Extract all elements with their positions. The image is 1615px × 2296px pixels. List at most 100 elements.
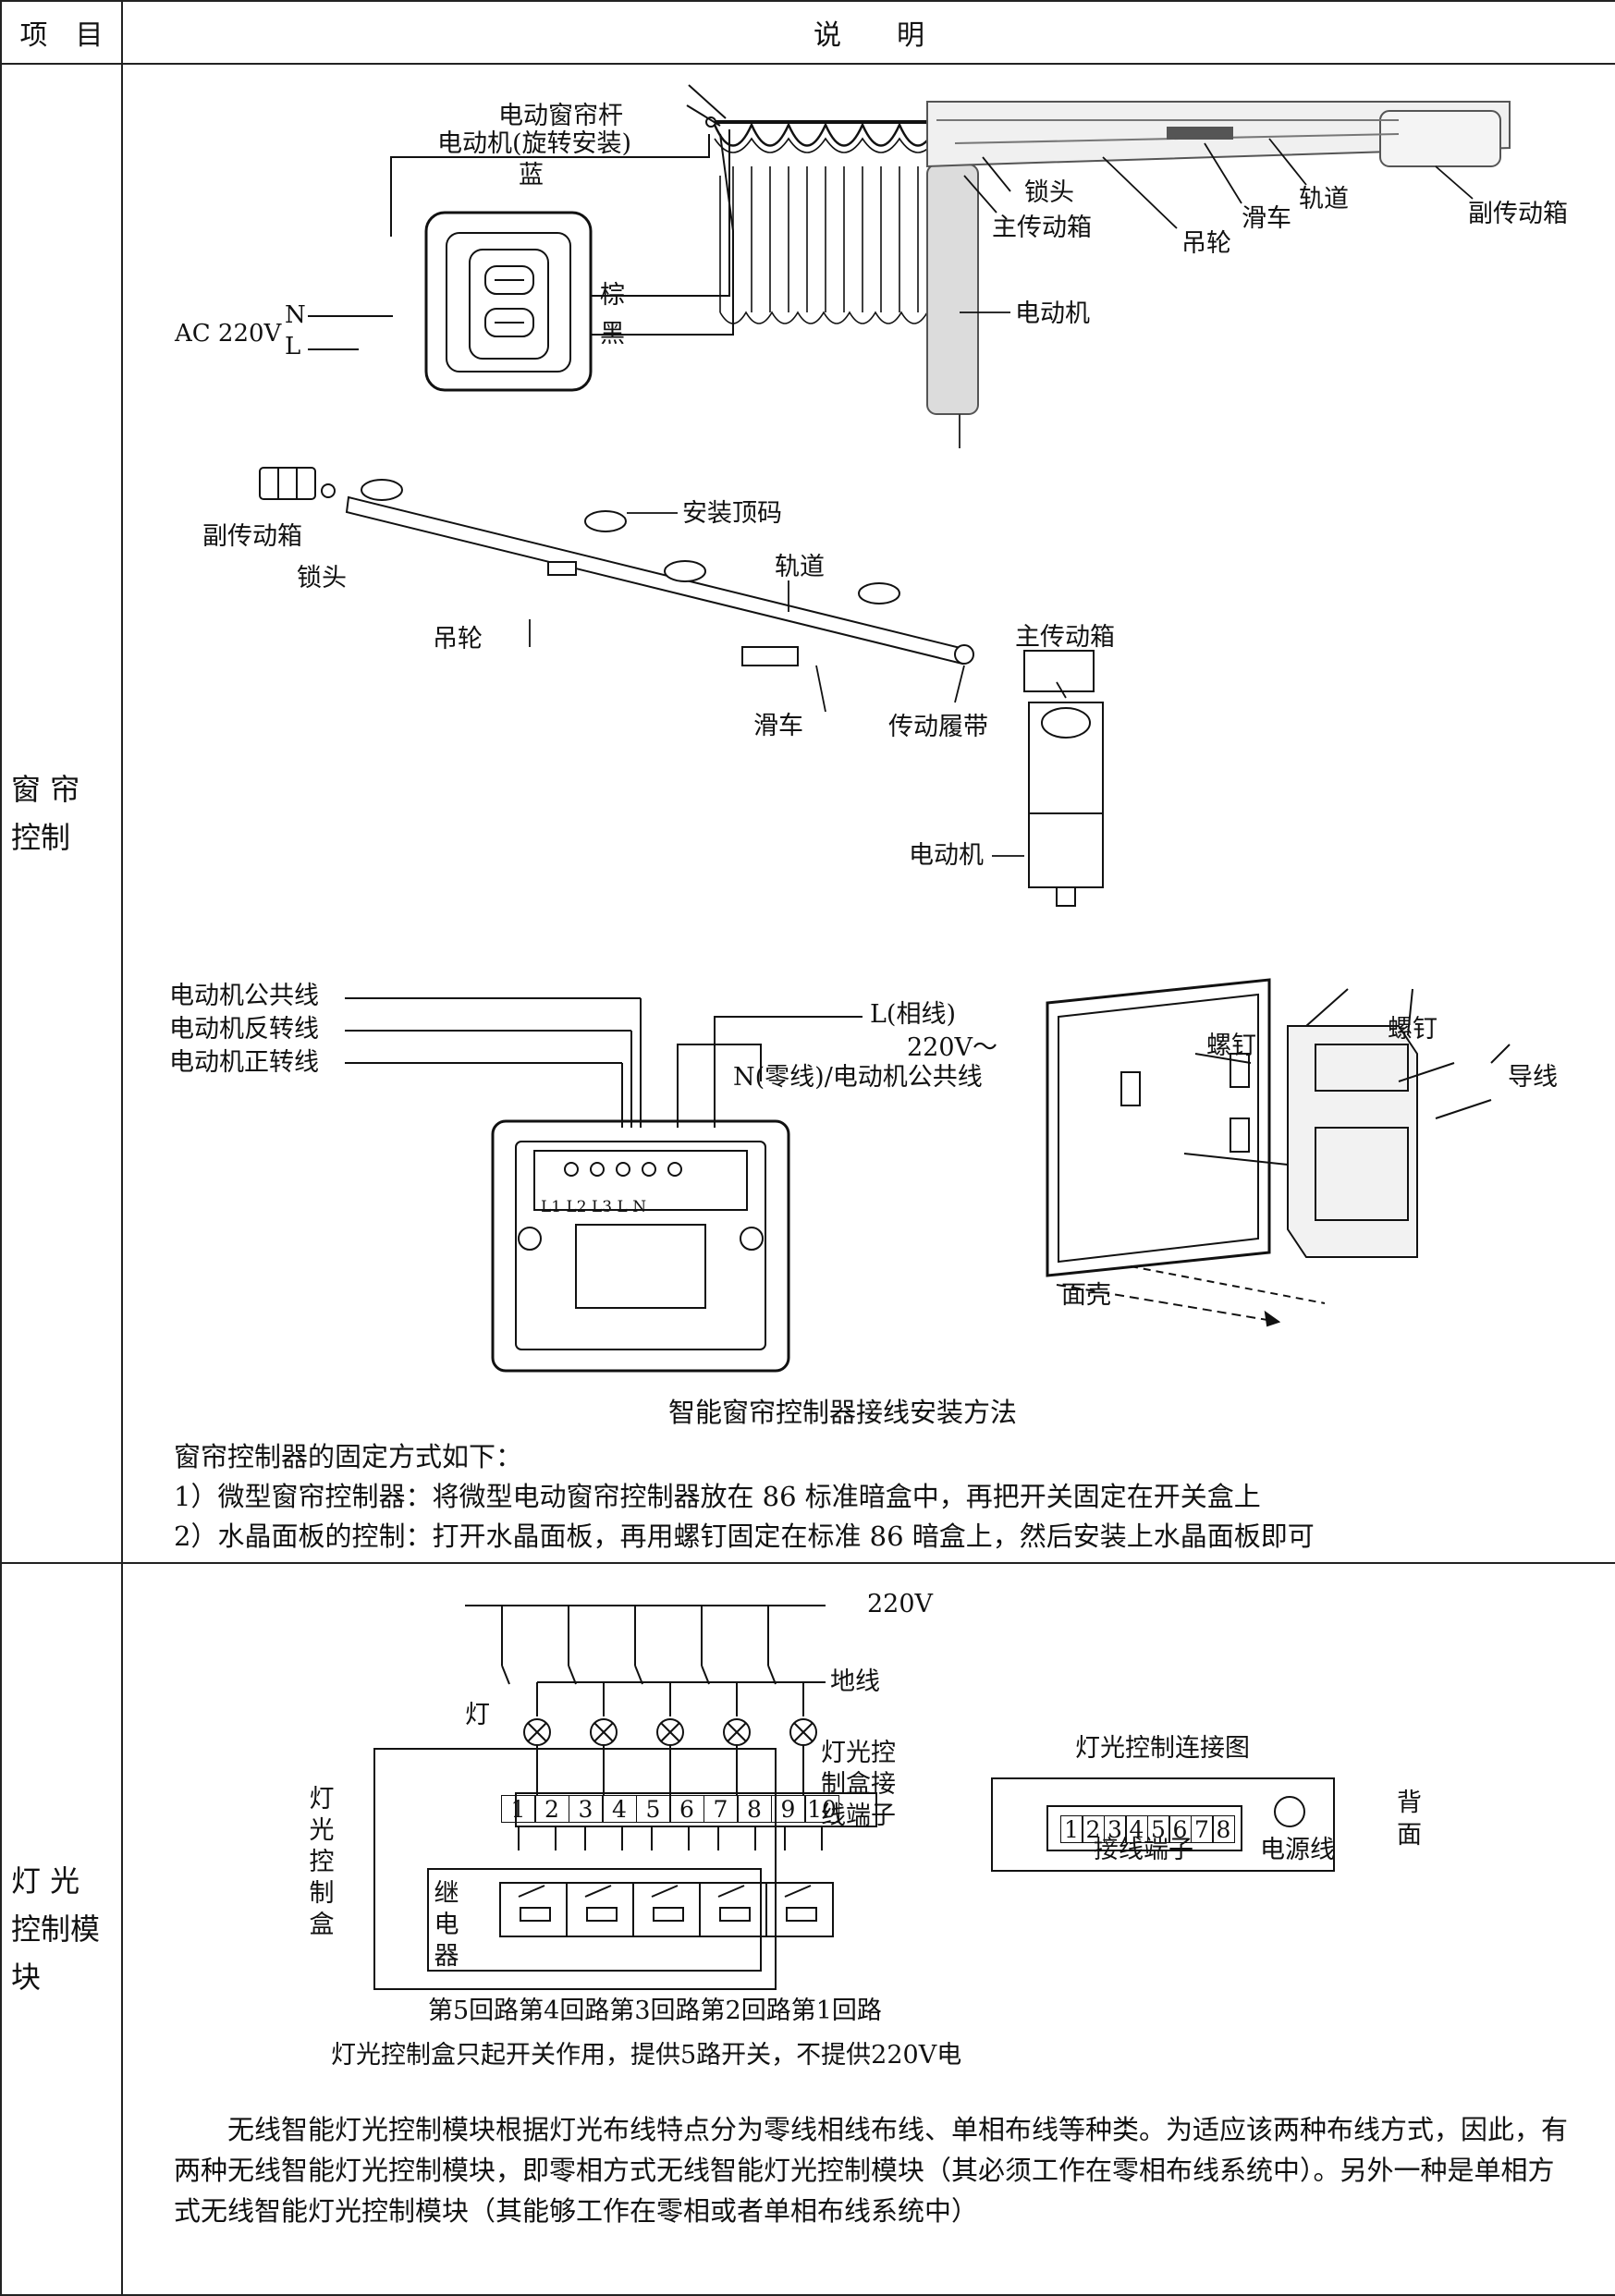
box-char: 盒 — [309, 1911, 335, 1939]
label-n: N — [285, 301, 306, 329]
label-top-code: 安装顶码 — [682, 499, 782, 528]
controller-wiring-figure — [345, 978, 1511, 1373]
terminal-cell: 2 — [534, 1795, 569, 1823]
motor-track-leaders — [960, 138, 1474, 313]
label-motor-rotation: 电动机(旋转安装) — [437, 129, 632, 158]
box-char: 光 — [309, 1816, 335, 1845]
label-main-box: 主传动箱 — [992, 214, 1092, 242]
label-220v: 220V～ — [907, 1033, 998, 1062]
power-line-label: 电源线 — [1260, 1836, 1335, 1864]
label-lamp: 灯 — [465, 1701, 490, 1729]
header-row: 项 目 说 明 — [0, 0, 1615, 65]
terminal-cell: 8 — [1212, 1815, 1235, 1843]
terminal-cell: 1 — [1059, 1815, 1083, 1843]
curtain-row: 窗 帘 控制 — [0, 63, 1615, 1564]
terminal-cell: 6 — [1168, 1815, 1192, 1843]
curtain-text-2: 2）水晶面板的控制：打开水晶面板，再用螺钉固定在标准 86 暗盒上，然后安装上水… — [174, 1520, 1315, 1552]
conn-terminal-label: 接线端子 — [1094, 1836, 1193, 1864]
label-rod: 电动窗帘杆 — [498, 102, 623, 130]
label-220v-bus: 220V — [867, 1590, 934, 1618]
label-circuits: 第5回路第4回路第3回路第2回路第1回路 — [428, 1997, 882, 2025]
label-motor: 电动机 — [1015, 299, 1090, 328]
terminal-cell: 6 — [669, 1795, 704, 1823]
terminal-cell: 4 — [1125, 1815, 1148, 1843]
label-track: 轨道 — [1299, 185, 1349, 214]
curtain-content: 电动窗帘杆 电动机(旋转安装) 蓝 棕 黑 AC 220V N L 锁头 主传动… — [121, 63, 1615, 1564]
terminal-cell: 1 — [500, 1795, 536, 1823]
label-n-neutral: N(零线)/电动机公共线 — [733, 1063, 983, 1092]
exploded-track-figure — [259, 467, 1104, 907]
label-brown: 棕 — [600, 281, 625, 310]
relay-char: 电 — [434, 1911, 459, 1939]
terminal-box-label: 灯光控 制盒接 线端子 — [821, 1738, 896, 1832]
terminal-box-line: 灯光控 — [821, 1739, 896, 1767]
switch-wiring-figure — [308, 84, 949, 392]
conn-title: 灯光控制连接图 — [1075, 1734, 1250, 1763]
figure-caption: 智能窗帘控制器接线安装方法 — [668, 1397, 1018, 1428]
label-pulley-2: 吊轮 — [433, 625, 483, 653]
header-description: 说 明 — [121, 0, 1615, 65]
relay-char: 继 — [434, 1879, 459, 1908]
terminal-cell: 4 — [602, 1795, 637, 1823]
terminal-cell: 7 — [703, 1795, 739, 1823]
label-reverse-wire: 电动机反转线 — [169, 1015, 319, 1044]
label-belt: 传动履带 — [888, 713, 988, 741]
label-motor-2: 电动机 — [909, 841, 984, 870]
curtain-label: 窗 帘 控制 — [0, 63, 123, 1564]
terminal-box-line: 制盒接 — [821, 1770, 896, 1799]
terminal-cell: 7 — [1190, 1815, 1214, 1843]
curtain-figures — [259, 84, 1511, 1373]
terminal-cell: 5 — [635, 1795, 671, 1823]
label-black: 黑 — [600, 320, 625, 348]
label-screw-2: 螺钉 — [1388, 1015, 1438, 1044]
light-label-line3: 块 — [11, 1960, 42, 1995]
exploded-track-leaders — [529, 512, 1067, 857]
light-label: 灯 光 控制模 块 — [0, 1562, 123, 2296]
light-paragraph: 无线智能灯光控制模块根据灯光布线特点分为零线相线布线、单相布线等种类。为适应该两… — [174, 2114, 1569, 2227]
light-control-panel — [991, 1777, 1335, 1872]
label-forward-wire: 电动机正转线 — [169, 1048, 319, 1077]
box-char: 灯 — [309, 1785, 335, 1814]
label-ac220: AC 220V — [175, 320, 282, 348]
back-label-2: 面 — [1397, 1821, 1422, 1850]
terminal-box-line: 线端子 — [821, 1801, 896, 1830]
label-track-2: 轨道 — [775, 553, 825, 581]
label-l-phase: L(相线) — [870, 1000, 956, 1029]
label-trolley: 滑车 — [1242, 204, 1291, 233]
light-label-line2: 控制模 — [11, 1911, 101, 1947]
light-row: 灯 光 控制模 块 2 — [0, 1562, 1615, 2296]
light-figures — [373, 1605, 1335, 1990]
curtain-label-line1: 窗 帘 — [11, 772, 80, 807]
terminal-cell: 9 — [770, 1795, 806, 1823]
relay-label: 继 电 器 — [433, 1878, 460, 1972]
label-pulley: 吊轮 — [1181, 229, 1231, 258]
terminal-cell: 2 — [1082, 1815, 1105, 1843]
label-terminal-row: L1 L2 L3 L N — [541, 1198, 647, 1216]
label-l: L — [285, 333, 301, 360]
light-box-label: 灯 光 控 制 盒 — [308, 1784, 336, 1941]
label-trolley-2: 滑车 — [753, 712, 803, 740]
label-lock: 锁头 — [1024, 178, 1074, 207]
label-sub-box: 副传动箱 — [1468, 200, 1568, 228]
back-label-1: 背 — [1397, 1789, 1422, 1817]
terminal-cell: 3 — [1103, 1815, 1127, 1843]
relay-char: 器 — [434, 1942, 459, 1971]
label-main-box-2: 主传动箱 — [1015, 623, 1115, 652]
curtain-text-1: 1）微型窗帘控制器：将微型电动窗帘控制器放在 86 标准暗盒中，再把开关固定在开… — [174, 1481, 1261, 1512]
light-label-line1: 灯 光 — [11, 1863, 80, 1899]
header-item: 项 目 — [0, 0, 123, 65]
terminal-cell: 5 — [1146, 1815, 1170, 1843]
box-char: 制 — [309, 1879, 335, 1908]
light-circuit-figure — [373, 1605, 877, 1990]
label-panel: 面壳 — [1061, 1281, 1111, 1310]
label-screw-1: 螺钉 — [1206, 1032, 1256, 1060]
label-light-note: 灯光控制盒只起开关作用，提供5路开关，不提供220V电 — [331, 2041, 962, 2070]
terminal-cell: 3 — [568, 1795, 604, 1823]
label-wire: 导线 — [1508, 1063, 1558, 1092]
label-ground: 地线 — [830, 1667, 880, 1696]
label-common-wire: 电动机公共线 — [169, 982, 319, 1010]
motor-track-figure — [926, 101, 1511, 448]
